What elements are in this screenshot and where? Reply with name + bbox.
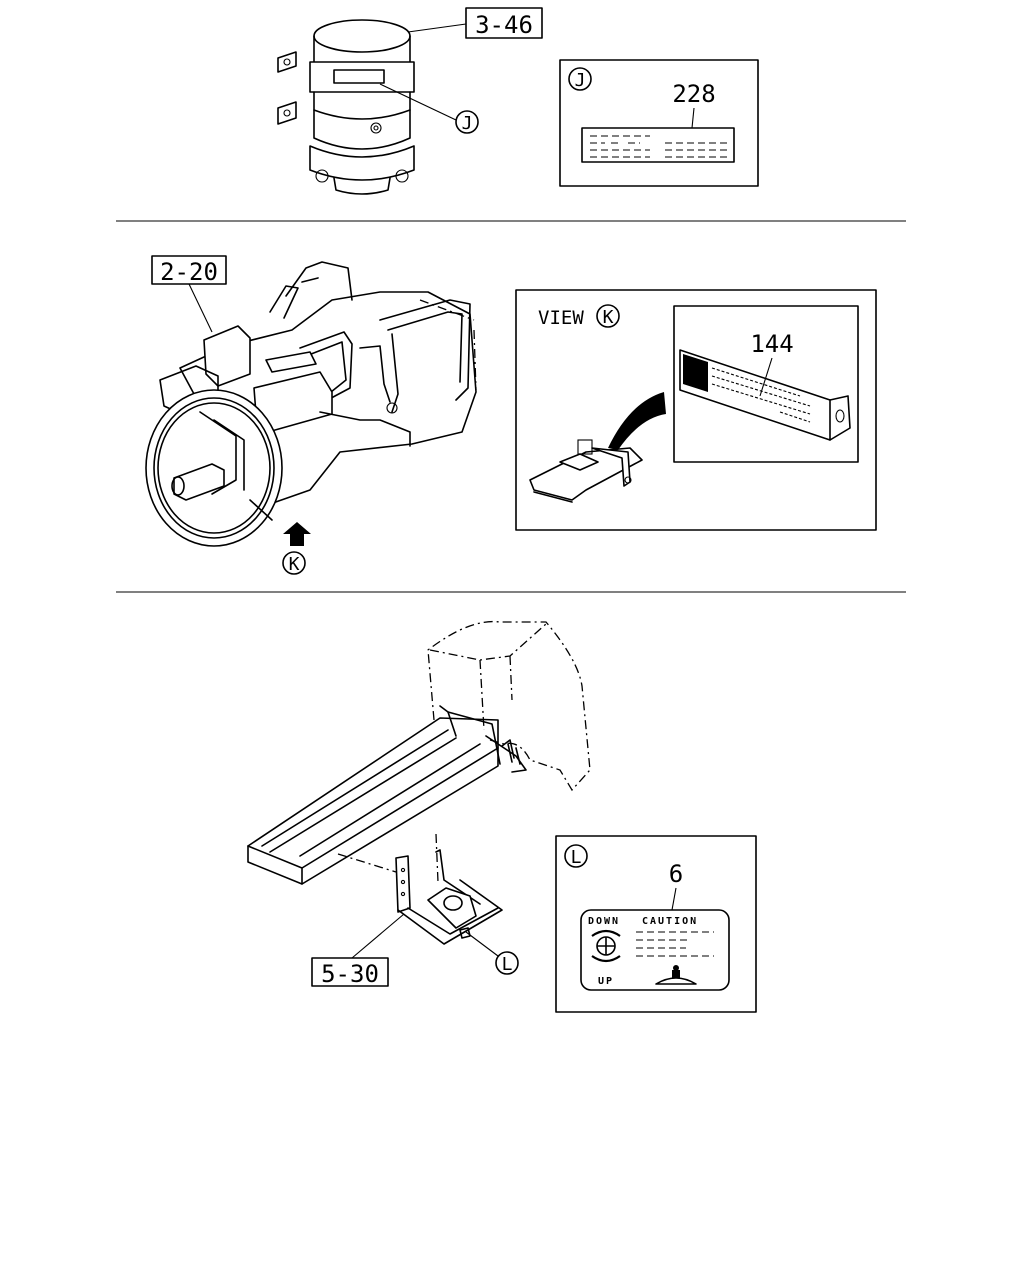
- detail-marker-l[interactable]: L: [495, 951, 519, 975]
- detail-box-j: J 228: [559, 59, 759, 187]
- leader-5-30: [351, 913, 405, 959]
- part-number-6: 6: [669, 860, 683, 888]
- label-plate-228: [581, 127, 735, 163]
- svg-text:K: K: [289, 554, 300, 575]
- label-up: UP: [598, 976, 614, 987]
- svg-text:L: L: [502, 954, 513, 975]
- component-relay-3-46: [277, 19, 457, 195]
- leader-l: [465, 931, 499, 957]
- view-k-circle-label: K: [596, 304, 620, 328]
- component-transmission: [145, 261, 477, 547]
- svg-text:K: K: [603, 307, 614, 328]
- part-callout-5-30[interactable]: 5-30: [311, 957, 389, 988]
- part-callout-2-20[interactable]: 2-20: [151, 255, 227, 286]
- leader-6: [671, 887, 677, 911]
- label-down: DOWN: [588, 916, 620, 927]
- leader-2-20: [188, 283, 213, 333]
- leader-228: [691, 107, 695, 129]
- svg-text:2-20: 2-20: [160, 258, 218, 286]
- svg-text:5-30: 5-30: [321, 960, 379, 988]
- svg-text:L: L: [571, 847, 582, 868]
- svg-text:3-46: 3-46: [475, 11, 533, 39]
- leader-3-46: [407, 23, 467, 33]
- component-cab-and-tilt-frame: [247, 620, 591, 945]
- part-number-228: 228: [672, 80, 715, 108]
- view-marker-k[interactable]: K: [282, 551, 306, 575]
- view-label: VIEW: [538, 307, 584, 329]
- view-box-k: VIEW K 144: [515, 289, 877, 531]
- caution-label-6: DOWN CAUTION UP: [580, 909, 730, 991]
- svg-text:J: J: [575, 70, 586, 91]
- leader-144: [759, 357, 773, 397]
- view-direction-arrow: [283, 522, 311, 546]
- detail-marker-j[interactable]: J: [455, 110, 479, 134]
- label-plate-144: [679, 349, 851, 441]
- svg-text:J: J: [462, 113, 473, 134]
- part-number-144: 144: [750, 330, 793, 358]
- detail-l-circle-label: L: [564, 844, 588, 868]
- detail-box-l: L 6 DOWN CAUTION UP: [555, 835, 757, 1013]
- part-callout-3-46[interactable]: 3-46: [465, 7, 543, 39]
- label-caution: CAUTION: [642, 916, 698, 927]
- zoom-sweep: [608, 392, 666, 450]
- detail-j-circle-label: J: [568, 67, 592, 91]
